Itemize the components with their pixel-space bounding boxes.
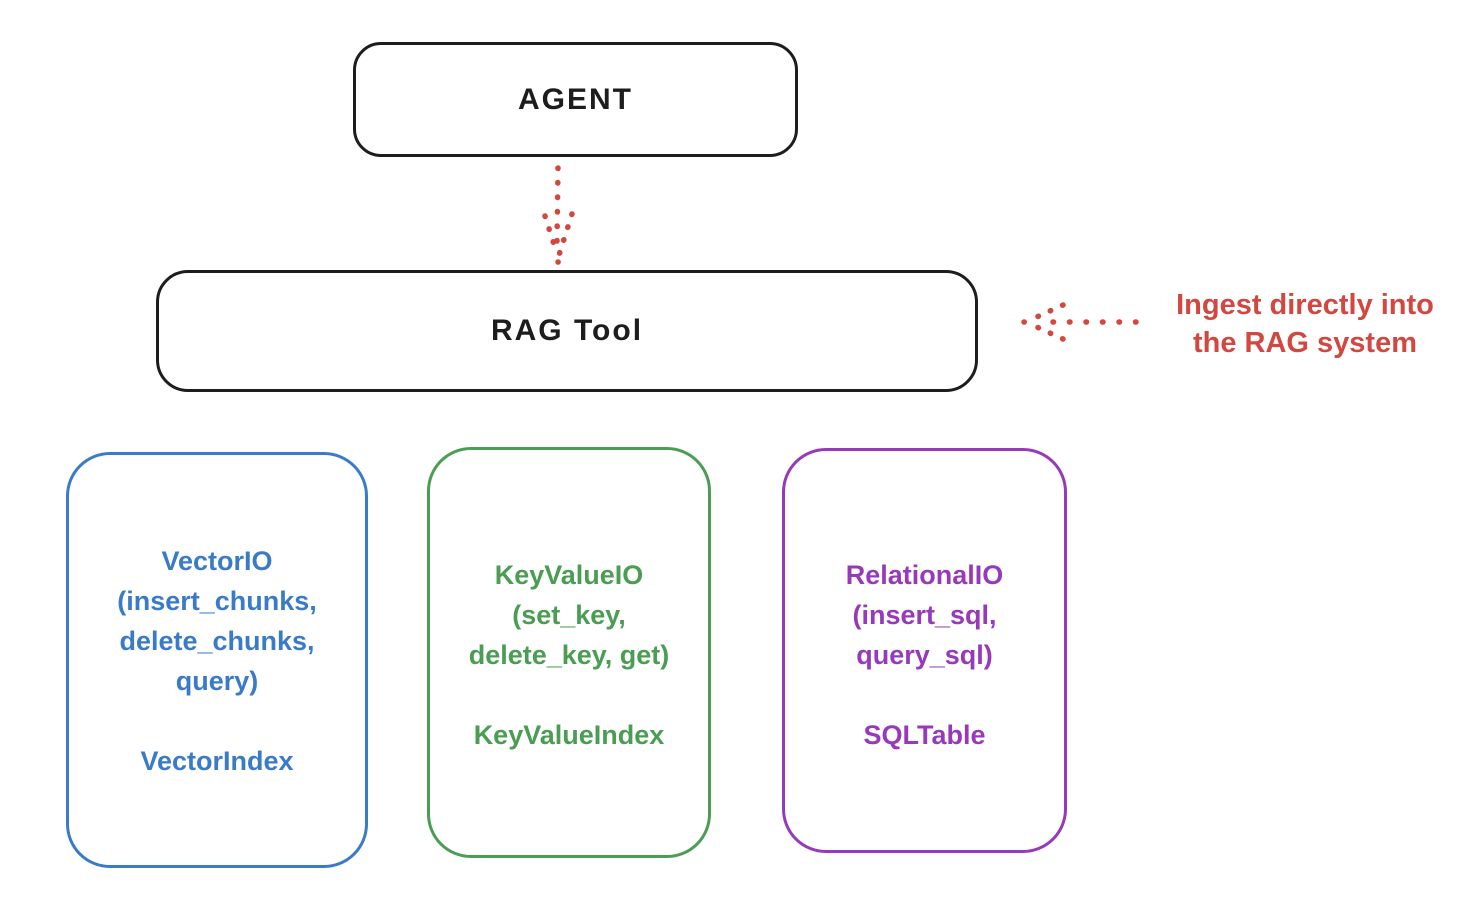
ingest-annotation-line1: Ingest directly into	[1176, 289, 1434, 321]
agent-node-label: AGENT	[518, 82, 633, 116]
vectorio-title: VectorIO	[161, 546, 273, 576]
ingest-annotation: Ingest directly into the RAG system	[1130, 286, 1480, 362]
keyvalueio-methods-line2: delete_key, get)	[468, 640, 670, 670]
vectorio-index-label: VectorIndex	[140, 746, 294, 776]
rag-tool-node-label: RAG Tool	[490, 314, 644, 347]
vectorio-methods-line1: (insert_chunks,	[117, 586, 317, 616]
keyvalueio-title: KeyValueIO	[494, 560, 644, 590]
relationalio-methods-line1: (insert_sql,	[852, 600, 997, 630]
relationalio-methods-line2: query_sql)	[856, 640, 993, 670]
agent-to-ragtool-arrow-icon	[542, 165, 575, 265]
vectorio-methods-line3: query)	[175, 666, 259, 696]
vectorio-methods-line2: delete_chunks,	[119, 626, 315, 656]
agent-node: AGENT	[353, 42, 798, 157]
keyvalueio-node: KeyValueIO (set_key, delete_key, get) Ke…	[427, 447, 711, 858]
rag-tool-node: RAG Tool	[156, 270, 978, 392]
relationalio-index-label: SQLTable	[863, 720, 986, 750]
relationalio-node: RelationalIO (insert_sql, query_sql) SQL…	[782, 448, 1067, 853]
relationalio-title: RelationalIO	[845, 560, 1004, 590]
ingest-annotation-arrow-icon	[1021, 302, 1139, 342]
keyvalueio-methods-line1: (set_key,	[512, 600, 626, 630]
vectorio-node: VectorIO (insert_chunks, delete_chunks, …	[66, 452, 368, 868]
keyvalueio-index-label: KeyValueIndex	[473, 720, 665, 750]
ingest-annotation-line2: the RAG system	[1192, 327, 1417, 359]
